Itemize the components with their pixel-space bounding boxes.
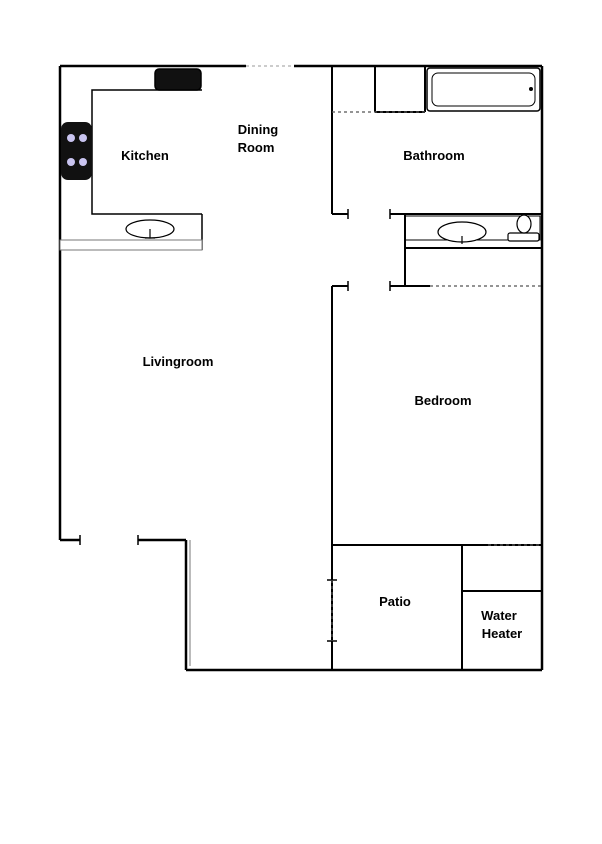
bathtub-icon: [426, 67, 541, 112]
interior-walls: [331, 66, 542, 670]
openings: [331, 111, 542, 641]
dining-room-label-line2: Room: [238, 140, 275, 155]
sink-icon: [125, 219, 175, 239]
bathroom-label: Bathroom: [403, 148, 464, 163]
bathroom-sink-icon: [404, 215, 541, 244]
outer-walls: [58, 64, 544, 672]
bedroom-label: Bedroom: [414, 393, 471, 408]
dining-room-label-line1: Dining: [238, 122, 278, 137]
patio-label: Patio: [379, 594, 411, 609]
water-heater-label-line2: Heater: [482, 626, 522, 641]
door-ticks: [327, 209, 391, 642]
stove-icon: [61, 122, 92, 180]
livingroom-label: Livingroom: [143, 354, 214, 369]
toilet-icon: [507, 214, 540, 242]
refrigerator-icon: [154, 68, 202, 91]
kitchen-label: Kitchen: [121, 148, 169, 163]
water-heater-label-line1: Water: [481, 608, 517, 623]
